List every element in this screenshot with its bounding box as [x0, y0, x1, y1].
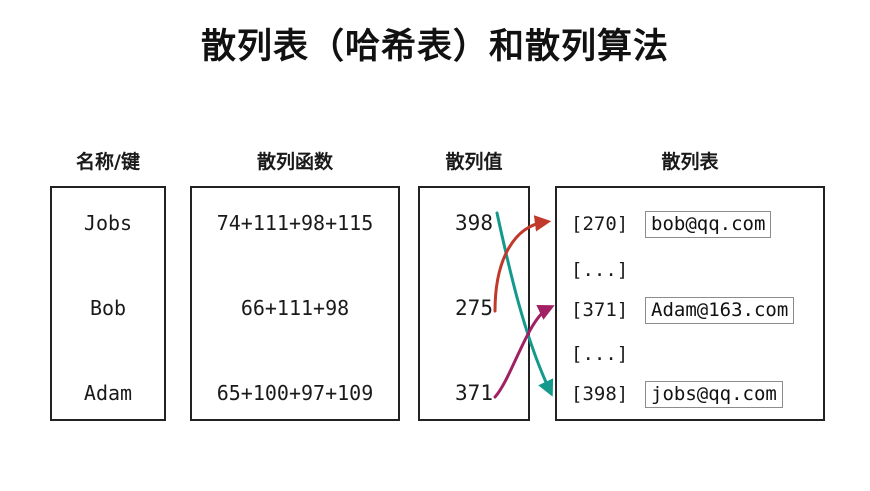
- hash-table-value: bob@qq.com: [645, 210, 772, 238]
- hash-table-row: [371] Adam@163.com: [571, 296, 795, 324]
- hash-table-row: [398] jobs@qq.com: [571, 380, 783, 408]
- hash-value-cell: 275: [455, 296, 493, 320]
- hash-table-index: [...]: [571, 343, 629, 365]
- hash-function-cell: 65+100+97+109: [216, 381, 374, 405]
- column-header-hash-value: 散列值: [445, 151, 503, 173]
- hash-table-panel: [270] bob@qq.com [...] [371] Adam@163.co…: [555, 186, 825, 421]
- hash-function-cell: 74+111+98+115: [216, 211, 374, 235]
- hash-function-cell: 66+111+98: [240, 296, 350, 320]
- hash-value-panel: 398 275 371: [418, 186, 530, 421]
- hash-table-row: [...]: [571, 340, 645, 368]
- hash-value-cell: 371: [455, 381, 493, 405]
- hash-table-index: [371]: [571, 299, 629, 321]
- hash-table-index: [398]: [571, 383, 629, 405]
- column-header-hash-function: 散列函数: [256, 151, 333, 173]
- key-cell: Adam: [83, 381, 133, 405]
- hash-table-row: [270] bob@qq.com: [571, 210, 772, 238]
- column-header-keys: 名称/键: [76, 151, 140, 173]
- keys-panel: Jobs Bob Adam: [50, 186, 166, 421]
- key-cell: Bob: [89, 296, 127, 320]
- column-header-hash-table: 散列表: [661, 151, 719, 173]
- hash-table-row: [...]: [571, 256, 645, 284]
- hash-function-panel: 74+111+98+115 66+111+98 65+100+97+109: [190, 186, 400, 421]
- key-cell: Jobs: [83, 211, 133, 235]
- hash-table-index: [270]: [571, 213, 629, 235]
- hash-table-index: [...]: [571, 259, 629, 281]
- hash-table-value: jobs@qq.com: [645, 380, 783, 408]
- hash-value-cell: 398: [455, 211, 493, 235]
- hash-table-value: Adam@163.com: [645, 296, 795, 324]
- page-title: 散列表（哈希表）和散列算法: [200, 27, 669, 67]
